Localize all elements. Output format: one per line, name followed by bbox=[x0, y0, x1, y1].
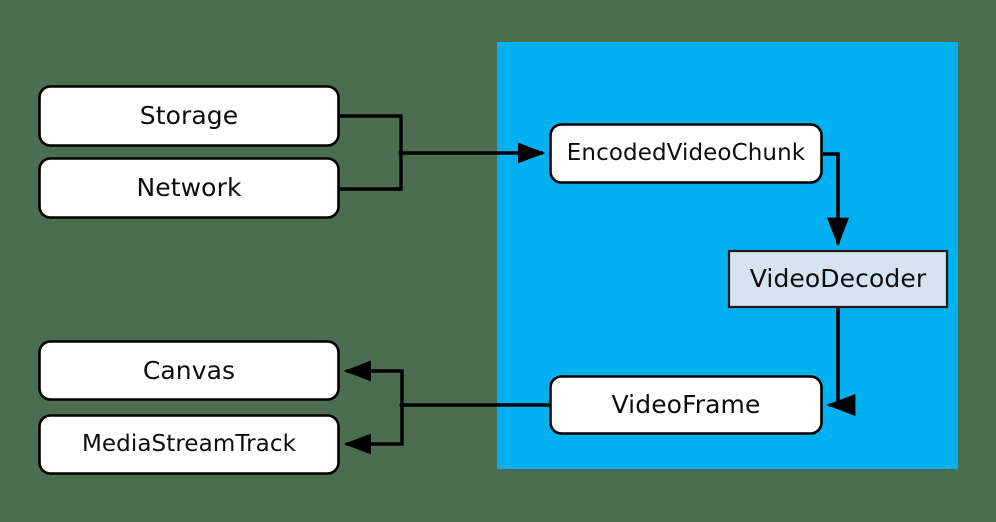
node-canvas[interactable] bbox=[38, 340, 340, 401]
node-encodedvideochunk[interactable] bbox=[549, 123, 823, 184]
edge-junction-sources bbox=[398, 150, 404, 156]
node-videodecoder[interactable] bbox=[727, 249, 949, 309]
node-storage[interactable] bbox=[38, 85, 340, 147]
edge-storage-to-chunk bbox=[340, 114, 403, 153]
edge-decoder-to-frame bbox=[826, 308, 856, 417]
node-network[interactable] bbox=[38, 157, 340, 219]
edge-frame-to-mediastreamtrack bbox=[343, 405, 404, 455]
edge-network-to-chunk bbox=[340, 153, 403, 191]
edge-junction-sinks bbox=[399, 402, 405, 408]
node-videoframe[interactable] bbox=[549, 375, 823, 435]
edge-frame-to-canvas bbox=[343, 360, 404, 405]
node-mediastreamtrack[interactable] bbox=[38, 414, 340, 475]
edge-chunk-to-decoder bbox=[823, 152, 850, 247]
